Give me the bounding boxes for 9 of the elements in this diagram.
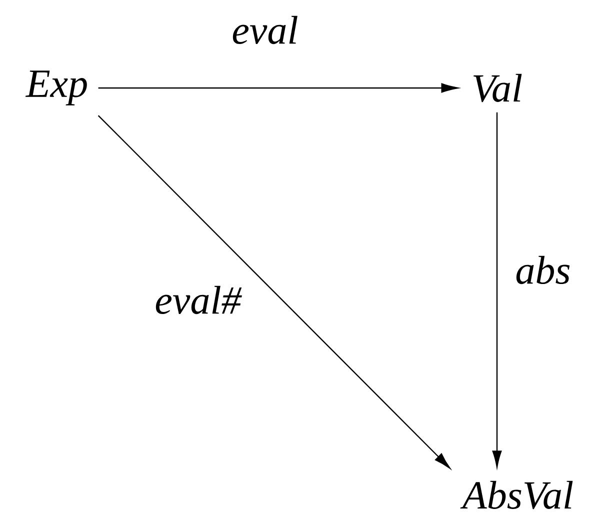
edge-label: eval# <box>152 284 244 316</box>
term-label: Val <box>474 74 522 102</box>
arrow <box>98 115 450 469</box>
term-label: AbsVal <box>460 480 573 510</box>
term-label: Exp <box>25 70 87 106</box>
arrow <box>492 112 502 468</box>
arrow <box>98 83 458 93</box>
edge-label: abs <box>513 254 573 286</box>
edge-label: eval <box>230 14 300 46</box>
